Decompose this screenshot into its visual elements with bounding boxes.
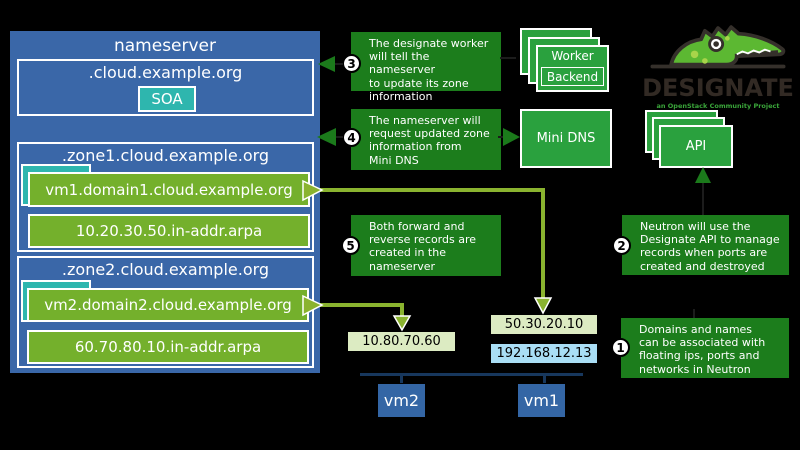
network-tick-vm2 [400, 376, 403, 383]
worker-label: Worker [551, 49, 594, 63]
network-bracket-line [360, 373, 583, 376]
backend-box: Backend [541, 67, 604, 86]
note-2-box: Neutron will use the Designate API to ma… [622, 215, 789, 275]
vm2-node: vm2 [378, 384, 425, 417]
designate-logo-subtitle: an OpenStack Community Project [656, 102, 780, 110]
ip-label-vm1-floating: 50.30.20.10 [491, 315, 597, 334]
designate-logo-title: DESIGNATE [642, 74, 794, 102]
crocodile-icon [650, 25, 786, 69]
note-4-box: The nameserver will request updated zone… [351, 109, 501, 170]
api-box: API [659, 125, 733, 168]
ip-label-vm1-fixed: 192.168.12.13 [491, 344, 597, 363]
vm1-node: vm1 [518, 384, 565, 417]
arrow-note4-to-minidns-icon [503, 128, 520, 146]
note-2-number: 2 [612, 236, 631, 255]
connector-note2-stem [702, 183, 704, 215]
designate-logo: DESIGNATE an OpenStack Community Project [640, 14, 796, 110]
note-4-number: 4 [342, 128, 361, 147]
connector-note1-stem [693, 309, 695, 318]
soa-zone-name: .cloud.example.org [88, 63, 243, 82]
zone2-forward-record: vm2.domain2.cloud.example.org [27, 288, 309, 322]
worker-box: Worker [536, 45, 609, 92]
note-5-number: 5 [341, 236, 360, 255]
arrow-note3-to-nameserver-icon [318, 56, 335, 72]
connector-note3-to-worker [500, 57, 516, 59]
ip-label-vm2-floating: 10.80.70.60 [348, 332, 455, 351]
nameserver-panel-title: nameserver [113, 36, 217, 56]
note-3-number: 3 [342, 54, 361, 73]
arrow-note2-to-api-icon [695, 167, 711, 183]
connector-note3-tail [335, 63, 343, 65]
arrow-note4-to-zone1-icon [317, 128, 336, 146]
mini-dns-box: Mini DNS [520, 109, 612, 168]
zone1-reverse-record: 10.20.30.50.in-addr.arpa [28, 214, 310, 248]
connector-note4-to-minidns [498, 136, 504, 138]
note-3-box: The designate worker will tell the names… [351, 32, 501, 103]
zone2-name: .zone2.cloud.example.org [61, 260, 270, 279]
zone2-reverse-record: 60.70.80.10.in-addr.arpa [27, 330, 309, 364]
note-1-box: Domains and names can be associated with… [621, 318, 789, 378]
note-5-box: Both forward and reverse records are cre… [351, 215, 501, 276]
soa-zone-box [17, 59, 314, 116]
soa-record-badge: SOA [138, 86, 196, 112]
zone1-name: .zone1.cloud.example.org [61, 146, 270, 165]
note-1-number: 1 [611, 338, 630, 357]
connector-note4-tail [336, 136, 343, 138]
network-tick-vm1 [543, 376, 546, 383]
zone1-forward-record: vm1.domain1.cloud.example.org [28, 172, 310, 207]
